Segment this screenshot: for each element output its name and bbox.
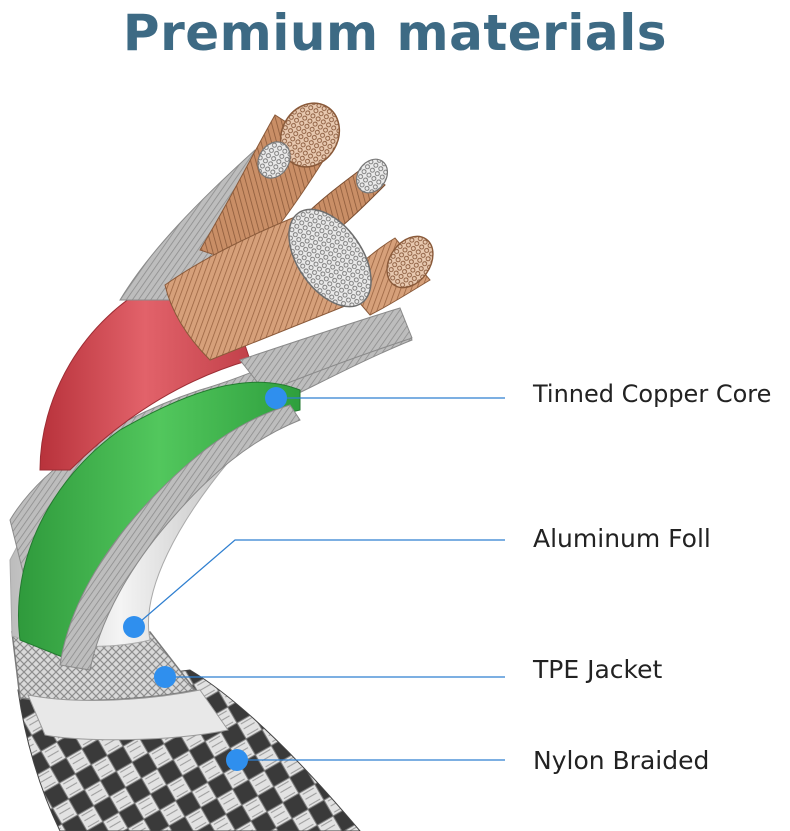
marker-dots [123, 387, 287, 771]
marker-dot-braid [226, 749, 248, 771]
page-title: Premium materials [122, 4, 668, 62]
marker-dot-foil [123, 616, 145, 638]
leader-lines [133, 397, 505, 761]
marker-dot-jacket [154, 666, 176, 688]
label-tinned-copper-core: Tinned Copper Core [533, 380, 772, 408]
aluminum-foil-shield [59, 404, 301, 671]
marker-dot-core [265, 387, 287, 409]
label-aluminum-foil: Aluminum Foll [533, 524, 711, 553]
collar-band [27, 689, 229, 741]
copper-end-2 [355, 158, 389, 194]
label-tpe-jacket: TPE Jacket [533, 655, 663, 684]
leader-line-foil [133, 539, 505, 628]
copper-end-1 [279, 102, 341, 168]
silver-end-1 [257, 141, 291, 179]
copper-core-end [288, 208, 372, 308]
silver-wire-right [239, 307, 413, 393]
copper-end-3 [386, 235, 434, 289]
label-nylon-braided: Nylon Braided [533, 746, 710, 775]
